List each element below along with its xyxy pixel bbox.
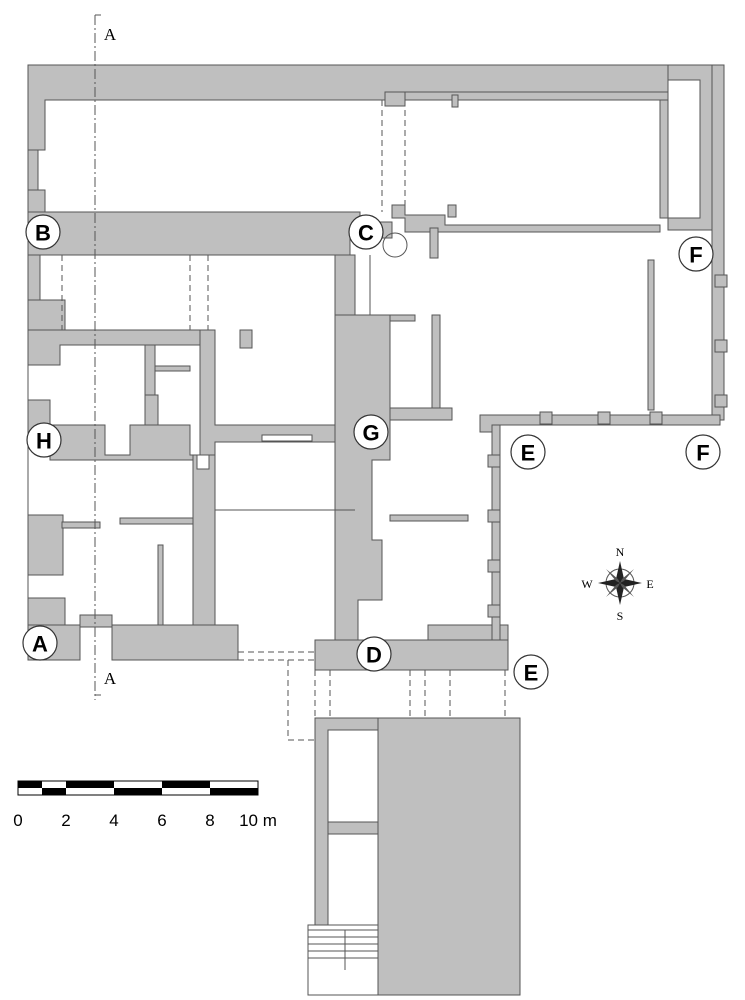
central-walls bbox=[239, 227, 728, 671]
marker-b: B bbox=[25, 214, 61, 250]
svg-text:E: E bbox=[524, 661, 539, 686]
compass-north-label: N bbox=[616, 545, 625, 559]
west-range-walls bbox=[27, 254, 356, 661]
north-wing-walls bbox=[27, 64, 725, 421]
compass-rose: N S E W bbox=[581, 545, 653, 623]
compass-west-label: W bbox=[581, 577, 593, 591]
marker-e-lower: E bbox=[513, 654, 549, 690]
svg-text:A: A bbox=[32, 632, 48, 657]
marker-g: G bbox=[353, 414, 389, 450]
compass-east-label: E bbox=[646, 577, 653, 591]
marker-d: D bbox=[356, 636, 392, 672]
scale-tick-8: 8 bbox=[205, 811, 214, 830]
marker-f-upper: F bbox=[678, 236, 714, 272]
scale-tick-2: 2 bbox=[61, 811, 70, 830]
marker-e-upper: E bbox=[510, 434, 546, 470]
point-markers: A B C D E E F F bbox=[22, 214, 721, 690]
svg-text:B: B bbox=[35, 221, 51, 246]
scale-tick-0: 0 bbox=[13, 811, 22, 830]
marker-c: C bbox=[348, 214, 384, 250]
section-label-bottom: A bbox=[104, 669, 117, 688]
scale-tick-6: 6 bbox=[157, 811, 166, 830]
section-line: A A bbox=[94, 14, 117, 700]
svg-text:E: E bbox=[521, 441, 536, 466]
marker-f-lower: F bbox=[685, 434, 721, 470]
compass-south-label: S bbox=[617, 609, 624, 623]
scale-bar: 0 2 4 6 8 10 m bbox=[13, 780, 277, 830]
svg-text:G: G bbox=[362, 421, 379, 446]
svg-text:F: F bbox=[696, 441, 709, 466]
section-label-top: A bbox=[104, 25, 117, 44]
marker-a: A bbox=[22, 625, 58, 661]
svg-text:C: C bbox=[358, 221, 374, 246]
svg-text:F: F bbox=[689, 243, 702, 268]
scale-tick-10: 10 m bbox=[239, 811, 277, 830]
scale-tick-4: 4 bbox=[109, 811, 118, 830]
svg-text:H: H bbox=[36, 429, 52, 454]
svg-text:D: D bbox=[366, 643, 382, 668]
south-annex-walls bbox=[307, 717, 521, 996]
marker-h: H bbox=[26, 422, 62, 458]
plan-linework bbox=[27, 65, 506, 970]
